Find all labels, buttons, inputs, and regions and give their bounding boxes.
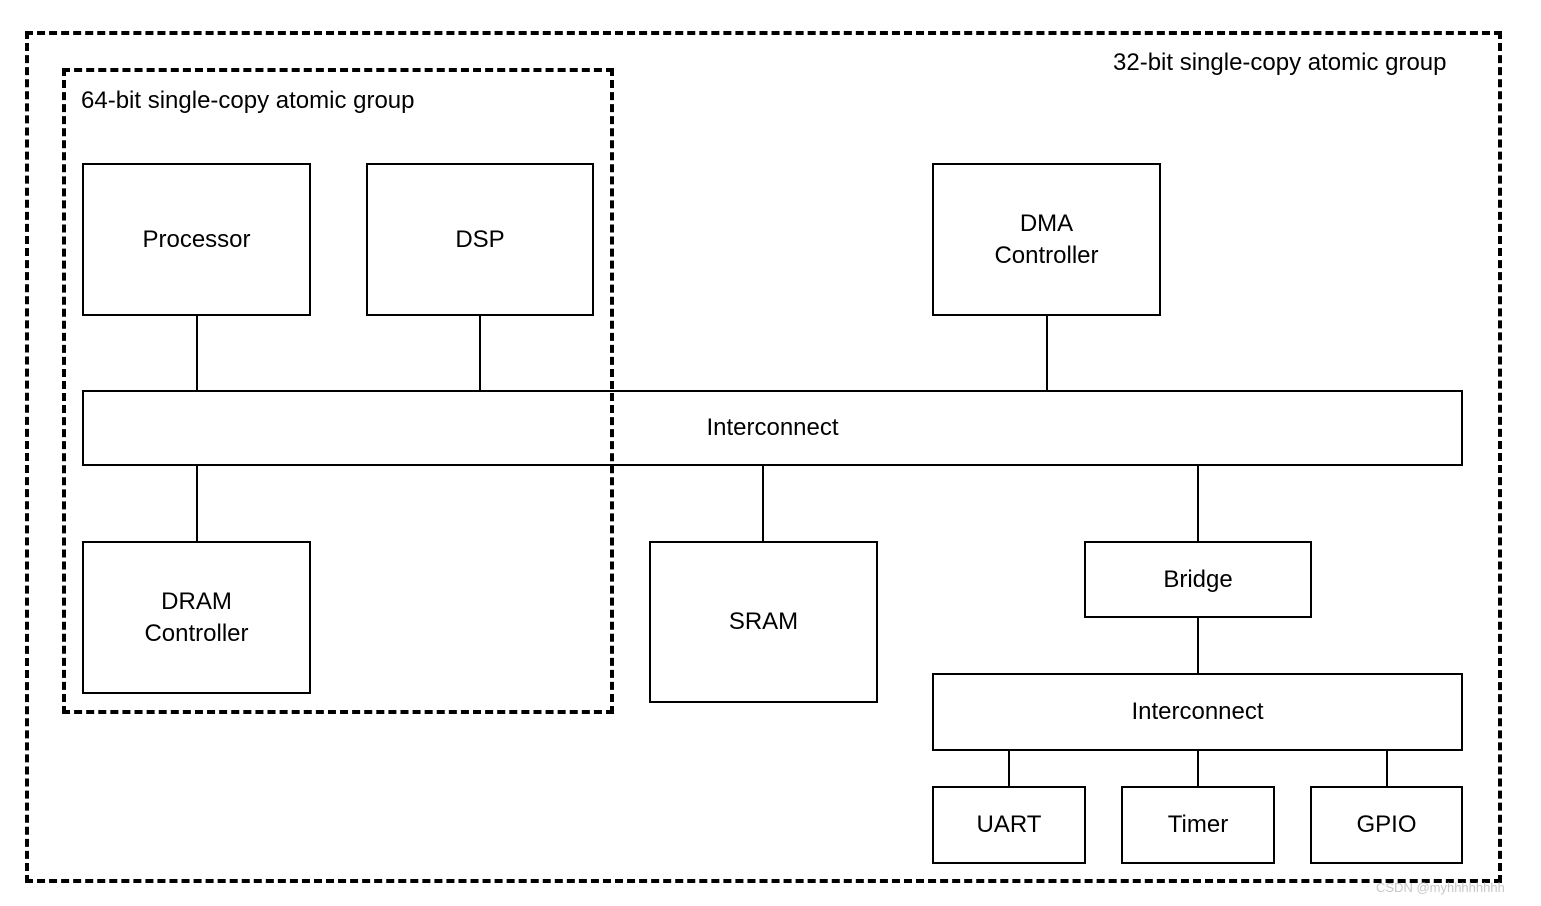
watermark-text: CSDN @myhhhhhhhh [1376,880,1505,895]
dma-controller-block: DMA Controller [932,163,1161,316]
gpio-block: GPIO [1310,786,1463,864]
processor-block: Processor [82,163,311,316]
main-interconnect-label: Interconnect [706,414,839,441]
bridge-block: Bridge [1084,541,1312,618]
dma-label-line1: DMA [1019,209,1074,237]
processor-label: Processor [142,225,251,253]
dram-label-line1: DRAM [161,587,232,615]
dsp-to-interconnect-line [479,314,481,392]
peripheral-interconnect-label: Interconnect [1131,698,1264,725]
group-32bit-label: 32-bit single-copy atomic group [1113,49,1447,76]
peripheral-interconnect-to-uart-line [1008,749,1010,788]
gpio-label: GPIO [1356,811,1417,838]
interconnect-to-bridge-line [1197,464,1199,543]
dram-controller-block: DRAM Controller [82,541,311,694]
dsp-block: DSP [366,163,594,316]
timer-label: Timer [1167,811,1229,838]
dma-label-line2: Controller [994,241,1099,269]
bridge-label: Bridge [1163,565,1233,593]
group-64bit-label: 64-bit single-copy atomic group [81,87,415,114]
bridge-to-peripheral-interconnect-line [1197,616,1199,675]
sram-block: SRAM [649,541,878,703]
peripheral-interconnect-bus: Interconnect [932,673,1463,751]
group-32bit-single-copy-atomic [25,31,1502,883]
uart-label: UART [976,811,1042,838]
peripheral-interconnect-to-gpio-line [1386,749,1388,788]
uart-block: UART [932,786,1086,864]
dma-to-interconnect-line [1046,314,1048,392]
interconnect-to-dram-line [196,464,198,543]
dram-label-line2: Controller [144,619,249,647]
processor-to-interconnect-line [196,314,198,392]
group-64bit-single-copy-atomic [62,68,614,714]
interconnect-to-sram-line [762,464,764,543]
timer-block: Timer [1121,786,1275,864]
main-interconnect-bus: Interconnect [82,390,1463,466]
dsp-label: DSP [455,225,505,253]
sram-label: SRAM [728,608,799,635]
peripheral-interconnect-to-timer-line [1197,749,1199,788]
